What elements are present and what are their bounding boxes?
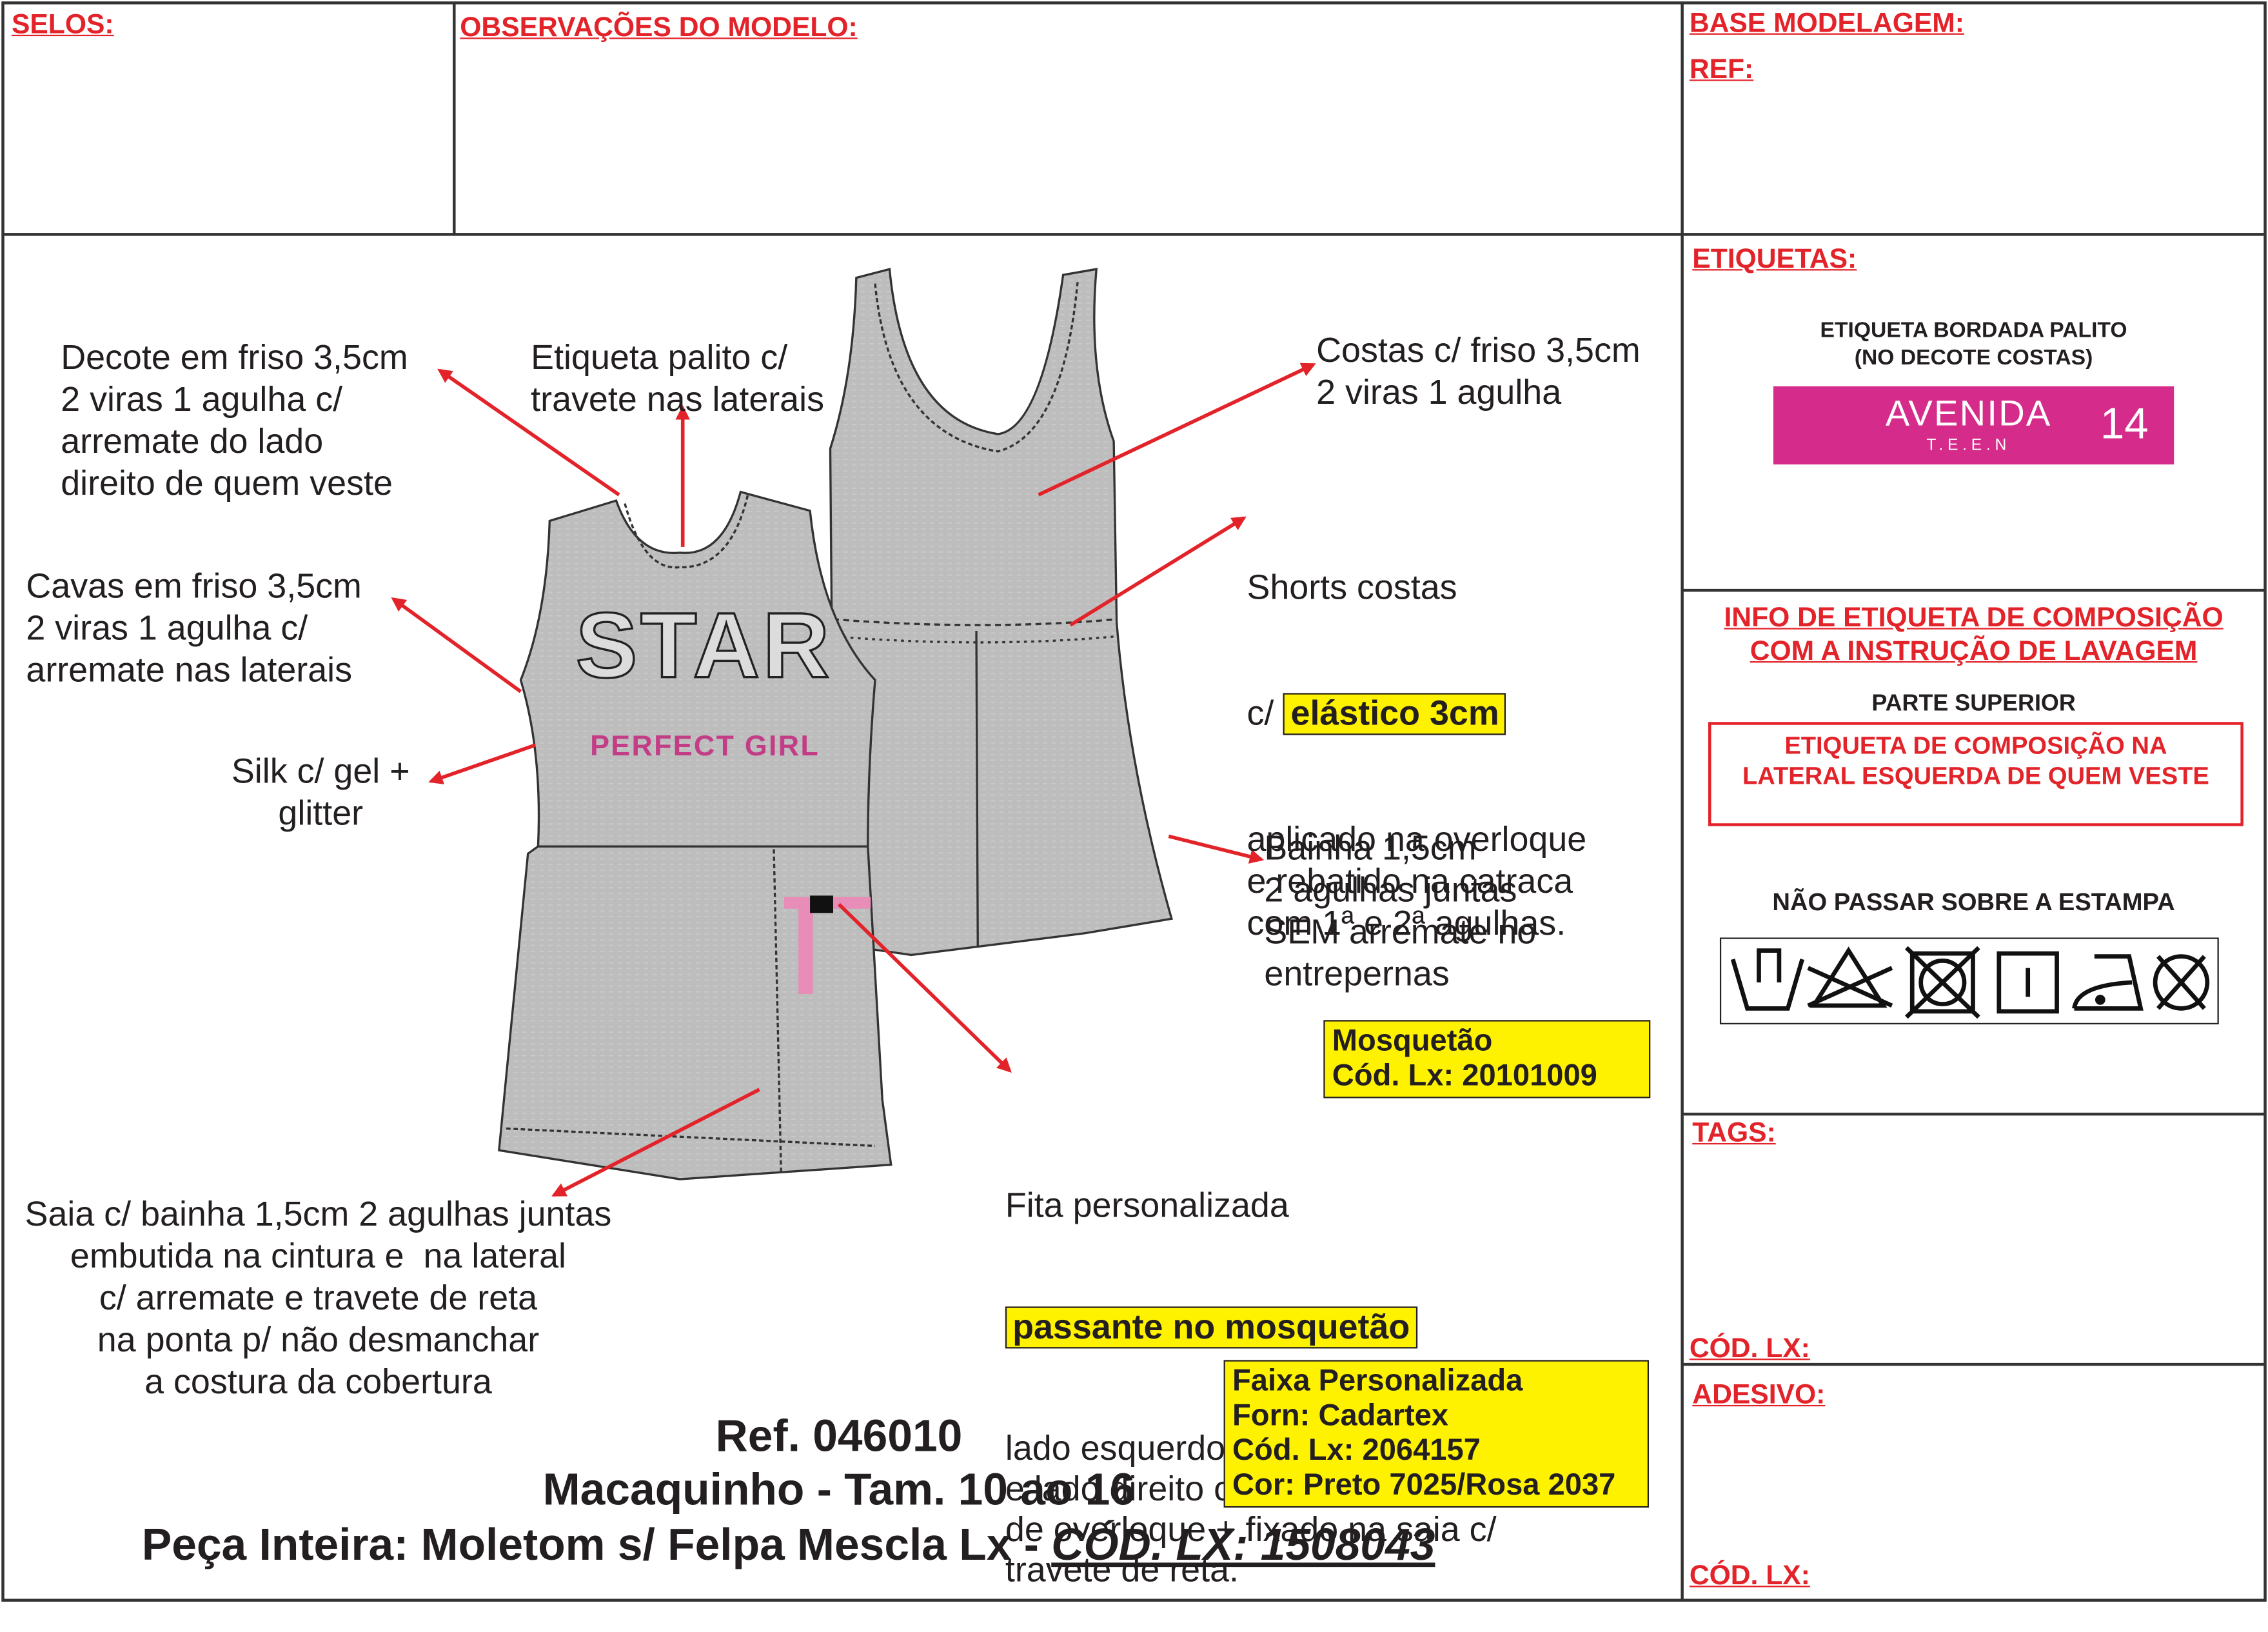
adesivo-label: ADESIVO:: [1692, 1380, 1826, 1411]
footer-fabric-code: CÓD. LX: 1508043: [1051, 1519, 1435, 1570]
parte-superior: PARTE SUPERIOR: [1871, 692, 2076, 717]
etiquetas-label: ETIQUETAS:: [1692, 244, 1857, 275]
iron-low-icon: [2072, 954, 2144, 1011]
note-shorts-line2: c/ elástico 3cm: [1247, 693, 1586, 735]
etiqueta-description: ETIQUETA BORDADA PALITO (NO DECOTE COSTA…: [1682, 317, 2265, 372]
footer-fabric: Peça Inteira: Moletom s/ Felpa Mescla Lx…: [142, 1519, 1435, 1571]
brand-sub: T.E.E.N: [1926, 437, 2011, 455]
nao-passar-text: NÃO PASSAR SOBRE A ESTAMPA: [1772, 888, 2175, 916]
print-perfect-girl: PERFECT GIRL: [590, 730, 820, 763]
garment-back: [809, 268, 1173, 957]
note-shorts: Shorts costas c/ elástico 3cm aplicado n…: [1247, 483, 1586, 987]
tags-label: TAGS:: [1692, 1118, 1776, 1149]
note-saia: Saia c/ bainha 1,5cm 2 agulhas juntas em…: [25, 1195, 612, 1402]
etiqueta-desc-line2: (NO DECOTE COSTAS): [1854, 346, 2093, 371]
selos-label: SELOS:: [11, 10, 114, 41]
note-shorts-prefix: c/: [1247, 694, 1284, 734]
note-cavas: Cavas em friso 3,5cm 2 viras 1 agulha c/…: [26, 567, 362, 690]
note-costas: Costas c/ friso 3,5cm 2 viras 1 agulha: [1316, 331, 1641, 413]
note-bainha: Bainha 1,5cm 2 agulhas juntas SEM arrema…: [1264, 829, 1537, 994]
footer-ref: Ref. 046010: [715, 1410, 963, 1462]
note-decote: Decote em friso 3,5cm 2 viras 1 agulha c…: [61, 338, 408, 504]
footer-fabric-text: Peça Inteira: Moletom s/ Felpa Mescla Lx…: [141, 1519, 1052, 1570]
composicao-title: INFO DE ETIQUETA DE COMPOSIÇÃO COM A INS…: [1682, 602, 2265, 668]
brand-name: AVENIDA: [1885, 393, 2052, 434]
note-fita-highlight: passante no mosquetão: [1005, 1306, 1417, 1349]
note-shorts-line1: Shorts costas: [1247, 568, 1457, 608]
note-shorts-rest: aplicado na overloque e rebatido na catr…: [1247, 820, 1587, 944]
no-dry-clean-icon: [2153, 954, 2210, 1011]
note-etiqueta-palito: Etiqueta palito c/ travete nas laterais: [531, 338, 825, 420]
note-mosquetao: Mosquetão Cód. Lx: 20101009: [1323, 1020, 1651, 1099]
no-tumble-dry-icon: [1904, 946, 1980, 1019]
composicao-title-line2: COM A INSTRUÇÃO DE LAVAGEM: [1750, 636, 2198, 668]
note-fita: Fita personalizada passante no mosquetão…: [1005, 1106, 1530, 1632]
footer-name: Macaquinho - Tam. 10 ao 16: [542, 1464, 1136, 1515]
care-symbols: [1719, 937, 2219, 1025]
base-modelagem-label: BASE MODELAGEM:: [1689, 8, 1964, 39]
garment-front: [498, 490, 892, 1180]
brand-size: 14: [2100, 401, 2149, 449]
composicao-box: ETIQUETA DE COMPOSIÇÃO NA LATERAL ESQUER…: [1708, 722, 2243, 826]
note-fita-rest: lado esquerdo embutido na lateral e lado…: [1005, 1429, 1530, 1591]
annotation-arrows: [391, 363, 1316, 1197]
line-dry-icon: [1997, 951, 2059, 1014]
hand-wash-icon: [1730, 948, 1805, 1011]
note-silk: Silk c/ gel + glitter: [231, 752, 410, 833]
composicao-title-line1: INFO DE ETIQUETA DE COMPOSIÇÃO: [1724, 603, 2224, 634]
belt-strap: [784, 895, 871, 994]
tags-cod-label: CÓD. LX:: [1689, 1334, 1810, 1365]
observacoes-label: OBSERVAÇÕES DO MODELO:: [460, 13, 858, 44]
note-fita-line1: Fita personalizada: [1005, 1186, 1289, 1226]
adesivo-cod-label: CÓD. LX:: [1689, 1561, 1810, 1592]
brand-label: AVENIDA T.E.E.N 14: [1773, 386, 2174, 465]
note-shorts-highlight: elástico 3cm: [1283, 693, 1506, 735]
note-faixa: Faixa Personalizada Forn: Cadartex Cód. …: [1223, 1360, 1650, 1508]
no-bleach-icon: [1807, 946, 1893, 1008]
print-star: STAR: [575, 592, 833, 699]
etiqueta-desc-line1: ETIQUETA BORDADA PALITO: [1820, 318, 2127, 343]
ref-label: REF:: [1689, 55, 1754, 86]
